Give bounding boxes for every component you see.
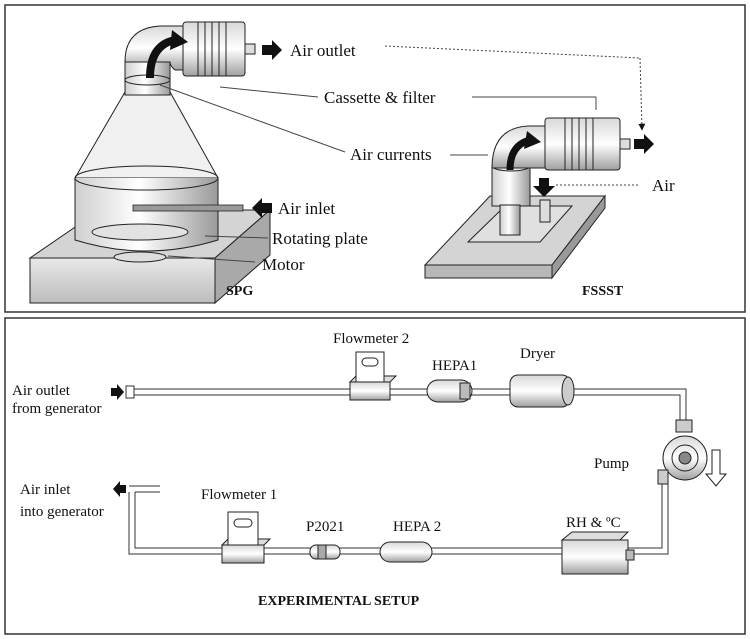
fssst-cylinder: [491, 165, 531, 207]
label-dryer: Dryer: [520, 346, 555, 362]
label-air: Air: [652, 176, 675, 195]
tube-top-inner: [130, 394, 681, 420]
fssst-air-tube: [539, 199, 551, 223]
p2021-device: [309, 544, 341, 560]
fssst-cassette-nozzle: [619, 138, 631, 150]
cassette-nozzle: [244, 43, 256, 55]
hepa2-filter: [379, 541, 433, 563]
label-experimental-setup: EXPERIMENTAL SETUP: [258, 594, 420, 609]
fssst-air-down-arrow-icon: [533, 178, 555, 197]
air-inlet-arrow-icon: [252, 198, 272, 218]
flowmeter-1: [220, 511, 272, 564]
spg-cylinder-top: [74, 165, 219, 191]
label-pump: Pump: [594, 456, 629, 472]
fssst-apparatus: [423, 117, 631, 280]
air-outlet-arrow-icon: [262, 40, 282, 60]
hepa1-filter: [426, 379, 473, 403]
label-flowmeter-1: Flowmeter 1: [201, 487, 277, 503]
flowmeter-2: [348, 351, 398, 401]
spg-base-front: [29, 257, 216, 304]
motor-ellipse: [113, 251, 167, 263]
leader-rotating-plate: [204, 235, 269, 239]
fssst-outlet-arrow-icon: [634, 134, 654, 154]
inlet-tube: [132, 204, 244, 212]
spg-apparatus: [28, 21, 272, 305]
label-air-outlet-gen-1: Air outlet: [12, 383, 71, 399]
rotating-plate: [91, 223, 189, 241]
label-air-outlet-gen-2: from generator: [12, 401, 102, 417]
label-hepa2: HEPA 2: [393, 519, 441, 535]
pump: [657, 419, 708, 485]
label-hepa1: HEPA1: [432, 358, 477, 374]
fssst-base-front: [424, 264, 553, 279]
rh-temp-sensor: [560, 531, 635, 575]
tube-top-outer: [130, 388, 687, 420]
inlet-arrow-icon: [113, 481, 126, 497]
leader-cassette: [219, 86, 319, 98]
fssst-small-tube: [499, 204, 521, 236]
dryer: [509, 374, 575, 408]
outlet-tube-cap: [125, 385, 135, 399]
air-current-arrowhead: [170, 30, 188, 50]
fssst-base-side: [551, 194, 606, 280]
pump-flow-arrow-icon: [704, 449, 728, 487]
label-cassette-filter: Cassette & filter: [324, 88, 436, 107]
label-air-inlet-gen-1: Air inlet: [20, 482, 71, 498]
label-air-inlet-gen-2: into generator: [20, 504, 104, 520]
label-rotating-plate: Rotating plate: [272, 229, 368, 248]
fssst-air-current-arrowhead: [524, 131, 541, 149]
label-air-currents: Air currents: [350, 145, 432, 164]
label-spg: SPG: [226, 284, 253, 299]
label-flowmeter-2: Flowmeter 2: [333, 331, 409, 347]
spg-cassette: [182, 21, 246, 77]
label-air-outlet: Air outlet: [290, 41, 356, 60]
outlet-arrow-icon: [111, 384, 124, 400]
fssst-cassette: [544, 117, 621, 171]
spg-base-side: [214, 208, 271, 305]
label-p2021: P2021: [306, 519, 344, 535]
dotted-outlet-link: [384, 45, 641, 59]
leader-air-currents: [159, 84, 346, 153]
dotted-outlet-link-drop: [638, 57, 646, 131]
label-air-inlet: Air inlet: [278, 199, 335, 218]
leader-motor: [167, 255, 256, 263]
label-rh-c: RH & ºC: [566, 515, 621, 531]
label-motor: Motor: [262, 255, 305, 274]
label-fssst: FSSST: [582, 284, 624, 299]
